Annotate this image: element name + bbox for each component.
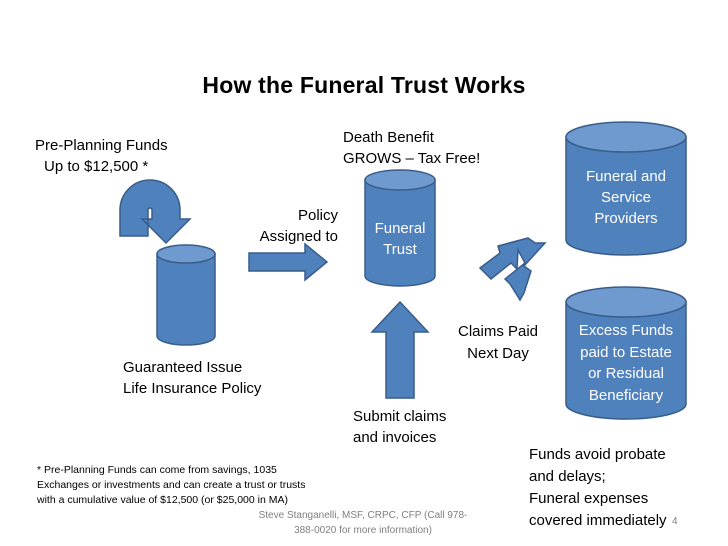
providers-label-line1: Funeral and xyxy=(585,168,667,185)
uturn-arrow xyxy=(119,179,192,245)
providers-cylinder xyxy=(565,121,687,256)
funeral-trust-label-line2: Trust xyxy=(383,241,417,258)
excess-label-line3: or Residual xyxy=(588,365,664,382)
death-benefit-line2: GROWS – Tax Free! xyxy=(343,150,481,167)
submit-claims-line2: and invoices xyxy=(353,429,437,446)
footnote-line1: * Pre-Planning Funds can come from savin… xyxy=(37,464,277,476)
funds-avoid-line4: covered immediately xyxy=(529,512,667,529)
excess-funds-cylinder xyxy=(565,286,687,420)
death-benefit-line1: Death Benefit xyxy=(343,129,434,146)
providers-label-line2: Service xyxy=(600,189,652,206)
policy-label-line2: Assigned to xyxy=(259,228,338,245)
providers-label-line3: Providers xyxy=(594,210,658,227)
bent-double-arrow xyxy=(478,237,547,302)
preplanning-label-line1: Pre-Planning Funds xyxy=(35,137,168,154)
excess-label-line1: Excess Funds xyxy=(578,322,674,339)
submit-claims-line1: Submit claims xyxy=(353,408,447,425)
excess-label-line4: Beneficiary xyxy=(588,387,664,404)
claims-paid-line1: Claims Paid xyxy=(457,323,539,340)
page-title: How the Funeral Trust Works xyxy=(202,72,526,98)
footer-line1: Steve Stanganelli, MSF, CRPC, CFP (Call … xyxy=(258,510,468,521)
guaranteed-issue-line2: Life Insurance Policy xyxy=(123,380,262,397)
footnote-line2: Exchanges or investments and can create … xyxy=(37,479,306,491)
preplanning-label-line2: Up to $12,500 * xyxy=(44,158,149,175)
funds-avoid-line2: and delays; xyxy=(529,468,606,485)
footer-line2: 388-0020 for more information) xyxy=(294,525,432,536)
funeral-trust-cylinder xyxy=(364,169,436,287)
guaranteed-issue-line1: Guaranteed Issue xyxy=(123,359,243,376)
claims-paid-line2: Next Day xyxy=(467,345,529,362)
policy-label-line1: Policy xyxy=(297,207,338,224)
life-policy-cylinder xyxy=(156,244,216,346)
funds-avoid-line1: Funds avoid probate xyxy=(529,446,666,463)
excess-label-line2: paid to Estate xyxy=(580,344,672,361)
submit-claims-arrow xyxy=(370,300,430,399)
slide-number: 4 xyxy=(672,516,678,527)
funeral-trust-label-line1: Funeral xyxy=(374,220,426,237)
funds-avoid-line3: Funeral expenses xyxy=(529,490,649,507)
footnote-line3: with a cumulative value of $12,500 (or $… xyxy=(37,494,288,506)
policy-assigned-arrow xyxy=(248,242,329,282)
